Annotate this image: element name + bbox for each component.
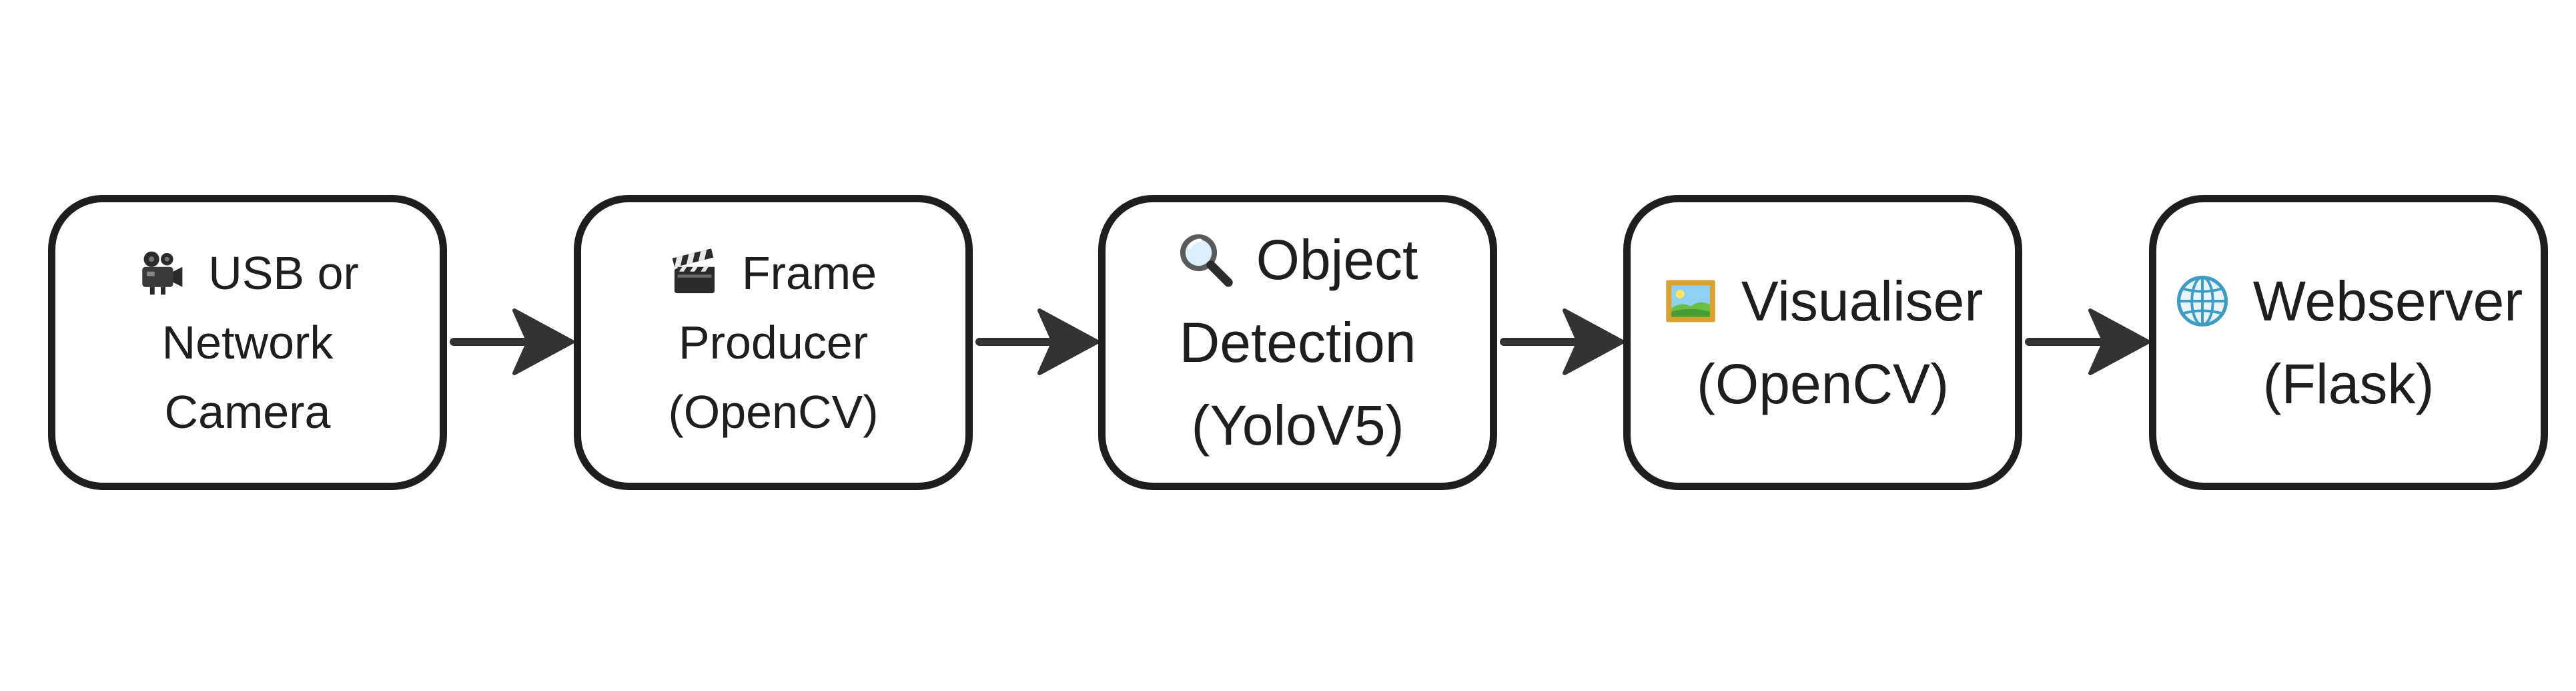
node-camera: USB or Network Camera bbox=[48, 195, 447, 490]
node-visualiser-line-1: Visualiser bbox=[1741, 270, 1984, 332]
node-webserver-label: Webserver (Flask) bbox=[2174, 260, 2523, 425]
node-camera-line-3: Camera bbox=[164, 386, 331, 438]
node-camera-line-2: Network bbox=[161, 316, 334, 369]
arrow-n4-n5 bbox=[2025, 308, 2150, 375]
arrow-n3-n4 bbox=[1500, 308, 1625, 375]
node-object-detection-line-3: (YoloV5) bbox=[1191, 394, 1404, 457]
magnifying-glass-icon bbox=[1178, 232, 1234, 288]
node-frame-producer-line-1: Frame bbox=[741, 247, 877, 299]
node-visualiser-label: Visualiser (OpenCV) bbox=[1663, 260, 1984, 425]
globe-icon bbox=[2174, 273, 2230, 329]
arrow-n1-n2 bbox=[450, 308, 574, 375]
node-object-detection-label: Object Detection (YoloV5) bbox=[1178, 218, 1418, 467]
node-frame-producer-line-3: (OpenCV) bbox=[668, 386, 879, 438]
node-object-detection-line-1: Object bbox=[1256, 228, 1418, 291]
node-visualiser: Visualiser (OpenCV) bbox=[1623, 195, 2022, 490]
node-frame-producer: Frame Producer (OpenCV) bbox=[574, 195, 973, 490]
node-webserver-line-2: (Flask) bbox=[2262, 353, 2435, 415]
node-webserver: Webserver (Flask) bbox=[2149, 195, 2548, 490]
node-frame-producer-label: Frame Producer (OpenCV) bbox=[668, 238, 878, 447]
node-frame-producer-line-2: Producer bbox=[678, 316, 869, 369]
arrow-n2-n3 bbox=[975, 308, 1100, 375]
framed-picture-icon bbox=[1663, 273, 1719, 329]
node-webserver-line-1: Webserver bbox=[2252, 270, 2523, 332]
node-camera-line-1: USB or bbox=[208, 247, 359, 299]
node-object-detection: Object Detection (YoloV5) bbox=[1098, 195, 1497, 490]
clapper-board-icon bbox=[670, 248, 719, 298]
node-object-detection-line-2: Detection bbox=[1179, 311, 1416, 374]
node-camera-label: USB or Network Camera bbox=[136, 238, 359, 447]
node-visualiser-line-2: (OpenCV) bbox=[1696, 353, 1950, 415]
movie-camera-icon bbox=[136, 248, 185, 298]
